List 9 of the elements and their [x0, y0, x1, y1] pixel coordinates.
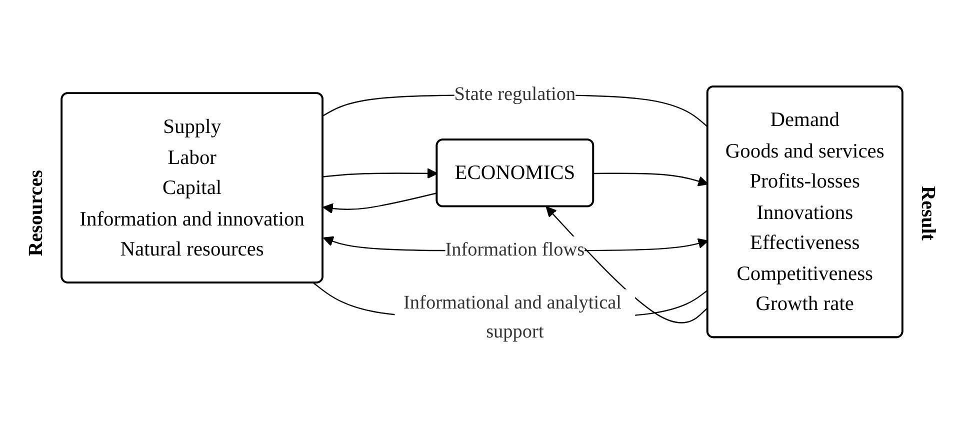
arrow [323, 168, 438, 178]
side-label: Result [916, 186, 939, 241]
edge-label: Information flows [445, 240, 585, 260]
edge-label: State regulation [454, 84, 576, 104]
arrow [594, 172, 708, 186]
side-label: Resources [25, 170, 48, 257]
arrow [546, 206, 708, 323]
arrow [322, 192, 438, 214]
edge-label: Informational and analytical support [404, 292, 622, 342]
